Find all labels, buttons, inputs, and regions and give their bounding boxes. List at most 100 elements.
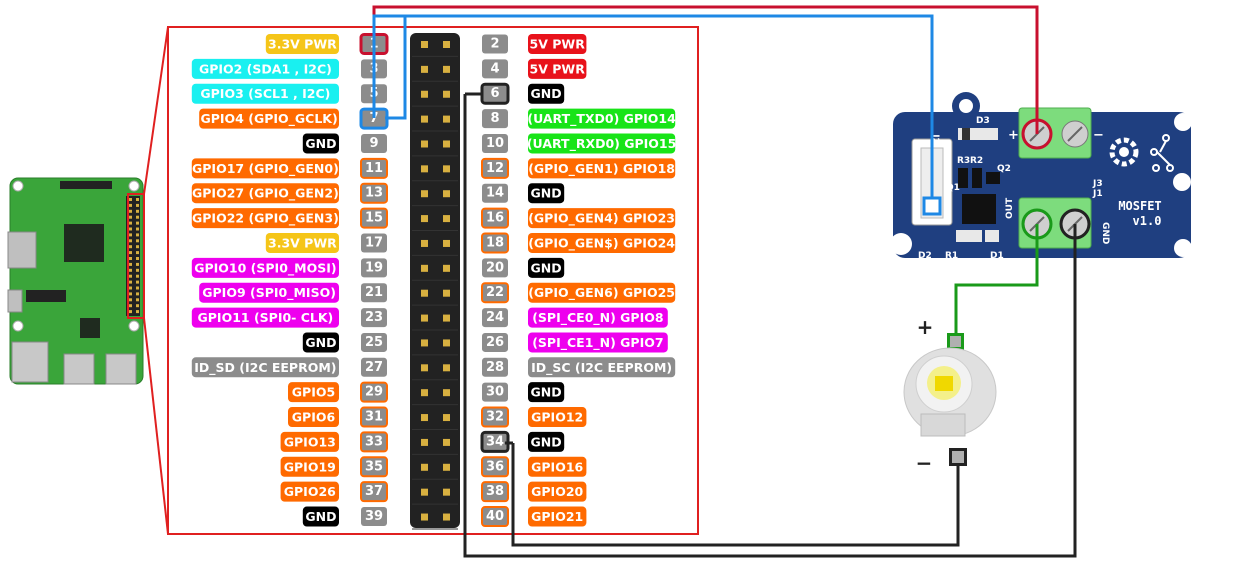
pi-header-dot-17 xyxy=(129,245,132,249)
header-pin-8 xyxy=(443,115,450,123)
pin-number-box-39 xyxy=(361,507,387,527)
j3-label: J3 xyxy=(1092,179,1103,189)
header-pin-18 xyxy=(443,239,450,247)
header-pin-14 xyxy=(443,190,450,198)
header-pin-7 xyxy=(421,115,428,123)
wire-gnd-pin34-led xyxy=(511,443,960,547)
header-pin-12 xyxy=(443,165,450,173)
header-pin-40 xyxy=(443,513,450,521)
pin-label-pill-33 xyxy=(280,431,339,452)
pin-number-32: 32 xyxy=(486,410,504,425)
pin-label-38: GPIO20 xyxy=(531,484,583,499)
pin-number-box-25 xyxy=(361,332,387,352)
pin-label-17: 3.3V PWR xyxy=(268,235,337,250)
pin-number-box-32 xyxy=(481,406,509,428)
wire-gnd-pin6 xyxy=(463,94,1077,558)
j1-label: J1 xyxy=(1092,189,1103,199)
pin-number-box-12 xyxy=(481,157,509,179)
d1-label: D1 xyxy=(990,251,1004,261)
pin-number-box-30 xyxy=(482,382,508,402)
header-pin-3 xyxy=(421,65,428,73)
pi-header-dot-37 xyxy=(129,304,132,308)
header-pin-38 xyxy=(443,488,450,496)
pin-number-15: 15 xyxy=(365,211,383,226)
pin-number-24: 24 xyxy=(486,310,504,325)
pi-header-dot-36 xyxy=(136,298,139,302)
pin-number-2: 2 xyxy=(490,37,499,52)
header-pin-10 xyxy=(443,140,450,148)
pin-label-26: (SPI_CE1_N) GPIO7 xyxy=(532,335,663,351)
pin-label-pill-40 xyxy=(528,506,587,527)
pi-header-dot-35 xyxy=(129,298,132,302)
pin-label-pill-27 xyxy=(191,357,339,378)
pin-label-pill-39 xyxy=(302,506,339,527)
pin-number-box-11 xyxy=(360,157,388,179)
j2-label: J2 xyxy=(930,133,940,144)
r3-label: R3 xyxy=(957,156,970,166)
pin-number-4: 4 xyxy=(490,61,499,76)
header-pin-13 xyxy=(421,190,428,198)
pin-label-18: (GPIO_GEN$) GPIO24 xyxy=(528,235,675,251)
header-pin-23 xyxy=(421,314,428,322)
pin-label-23: GPIO11 (SPI0- CLK) xyxy=(198,310,334,325)
pin-label-pill-36 xyxy=(528,456,587,477)
pi-header-dot-26 xyxy=(136,268,139,272)
pin-label-7: GPIO4 (GPIO_GCLK) xyxy=(200,111,337,127)
pin-label-pill-17 xyxy=(265,232,339,253)
header-pin-29 xyxy=(421,389,428,397)
pin-label-pill-12 xyxy=(528,158,676,179)
zoom-line-top xyxy=(143,26,169,195)
header-pin-36 xyxy=(443,463,450,471)
pin-label-pill-28 xyxy=(528,357,676,378)
pin-label-32: GPIO12 xyxy=(531,410,583,425)
pin-label-13: GPIO27 (GPIO_GEN2) xyxy=(192,186,339,202)
pi-header-dot-23 xyxy=(129,262,132,266)
wire-gpio4-to-signal xyxy=(372,14,934,206)
header-pin-6 xyxy=(443,90,450,98)
pin-label-24: (SPI_CE0_N) GPIO8 xyxy=(532,310,663,326)
pin-label-pill-9 xyxy=(302,133,339,154)
pin-label-21: GPIO9 (SPI0_MISO) xyxy=(202,285,336,301)
header-pin-39 xyxy=(421,513,428,521)
header-pin-37 xyxy=(421,488,428,496)
pin-label-pill-29 xyxy=(288,382,339,403)
pin-number-35: 35 xyxy=(365,459,383,474)
pin-number-box-31 xyxy=(360,406,388,428)
pin-label-pill-18 xyxy=(528,232,676,253)
q1-label: Q1 xyxy=(946,183,960,193)
pin-label-12: (GPIO_GEN1) GPIO18 xyxy=(528,161,675,177)
pi-header-dot-30 xyxy=(136,280,139,284)
gpio-pinout-frame xyxy=(167,26,699,535)
pin-label-pill-31 xyxy=(288,407,339,428)
pin-label-pill-14 xyxy=(528,183,565,204)
pi-header-dot-39 xyxy=(129,310,132,314)
header-pin-26 xyxy=(443,339,450,347)
pin-number-box-17 xyxy=(361,233,387,253)
pin-number-20: 20 xyxy=(486,260,504,275)
pin-number-34: 34 xyxy=(486,434,504,449)
pin-number-22: 22 xyxy=(486,285,504,300)
pin-number-box-38 xyxy=(481,481,509,503)
pin-label-29: GPIO5 xyxy=(292,385,335,400)
pin-label-27: ID_SD (I2C EEPROM) xyxy=(194,360,336,376)
header-pin-27 xyxy=(421,364,428,372)
pin-label-pill-4 xyxy=(528,58,587,79)
pin-number-37: 37 xyxy=(365,484,383,499)
pin-number-6: 6 xyxy=(490,86,499,101)
pin-number-27: 27 xyxy=(365,360,383,375)
pin-label-pill-13 xyxy=(191,183,339,204)
wire-gpio4-spur xyxy=(385,16,407,120)
header-pin-5 xyxy=(421,90,428,98)
pin-number-box-19 xyxy=(361,258,387,278)
pin-number-box-36 xyxy=(481,456,509,478)
pi-header-dot-25 xyxy=(129,268,132,272)
pin-label-6: GND xyxy=(531,86,562,101)
pi-header-dot-10 xyxy=(136,221,139,225)
pi-header-dot-14 xyxy=(136,233,139,237)
pin-label-pill-1 xyxy=(265,34,339,54)
pi-header-dot-20 xyxy=(136,251,139,255)
pi-header-dot-6 xyxy=(136,209,139,213)
